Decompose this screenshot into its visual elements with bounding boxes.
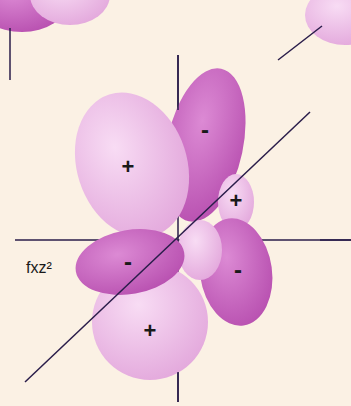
sign-label: + (122, 156, 135, 178)
sign-label: - (124, 250, 132, 274)
sign-label: + (230, 190, 243, 212)
axis-line (177, 55, 179, 110)
positive-lobe (57, 78, 207, 253)
sign-label: + (144, 320, 157, 342)
axis-line (9, 28, 11, 80)
axis-line (25, 112, 310, 382)
sign-label: - (234, 258, 242, 282)
neighbour-lobe (30, 0, 110, 25)
axis-line (320, 239, 351, 241)
sign-label: - (201, 118, 209, 142)
positive-lobe (178, 220, 222, 280)
axis-line (278, 26, 322, 60)
neighbour-lobe (305, 0, 351, 45)
axis-line (177, 372, 179, 402)
orbital-label: fxz² (26, 260, 52, 276)
negative-lobe (70, 221, 189, 303)
